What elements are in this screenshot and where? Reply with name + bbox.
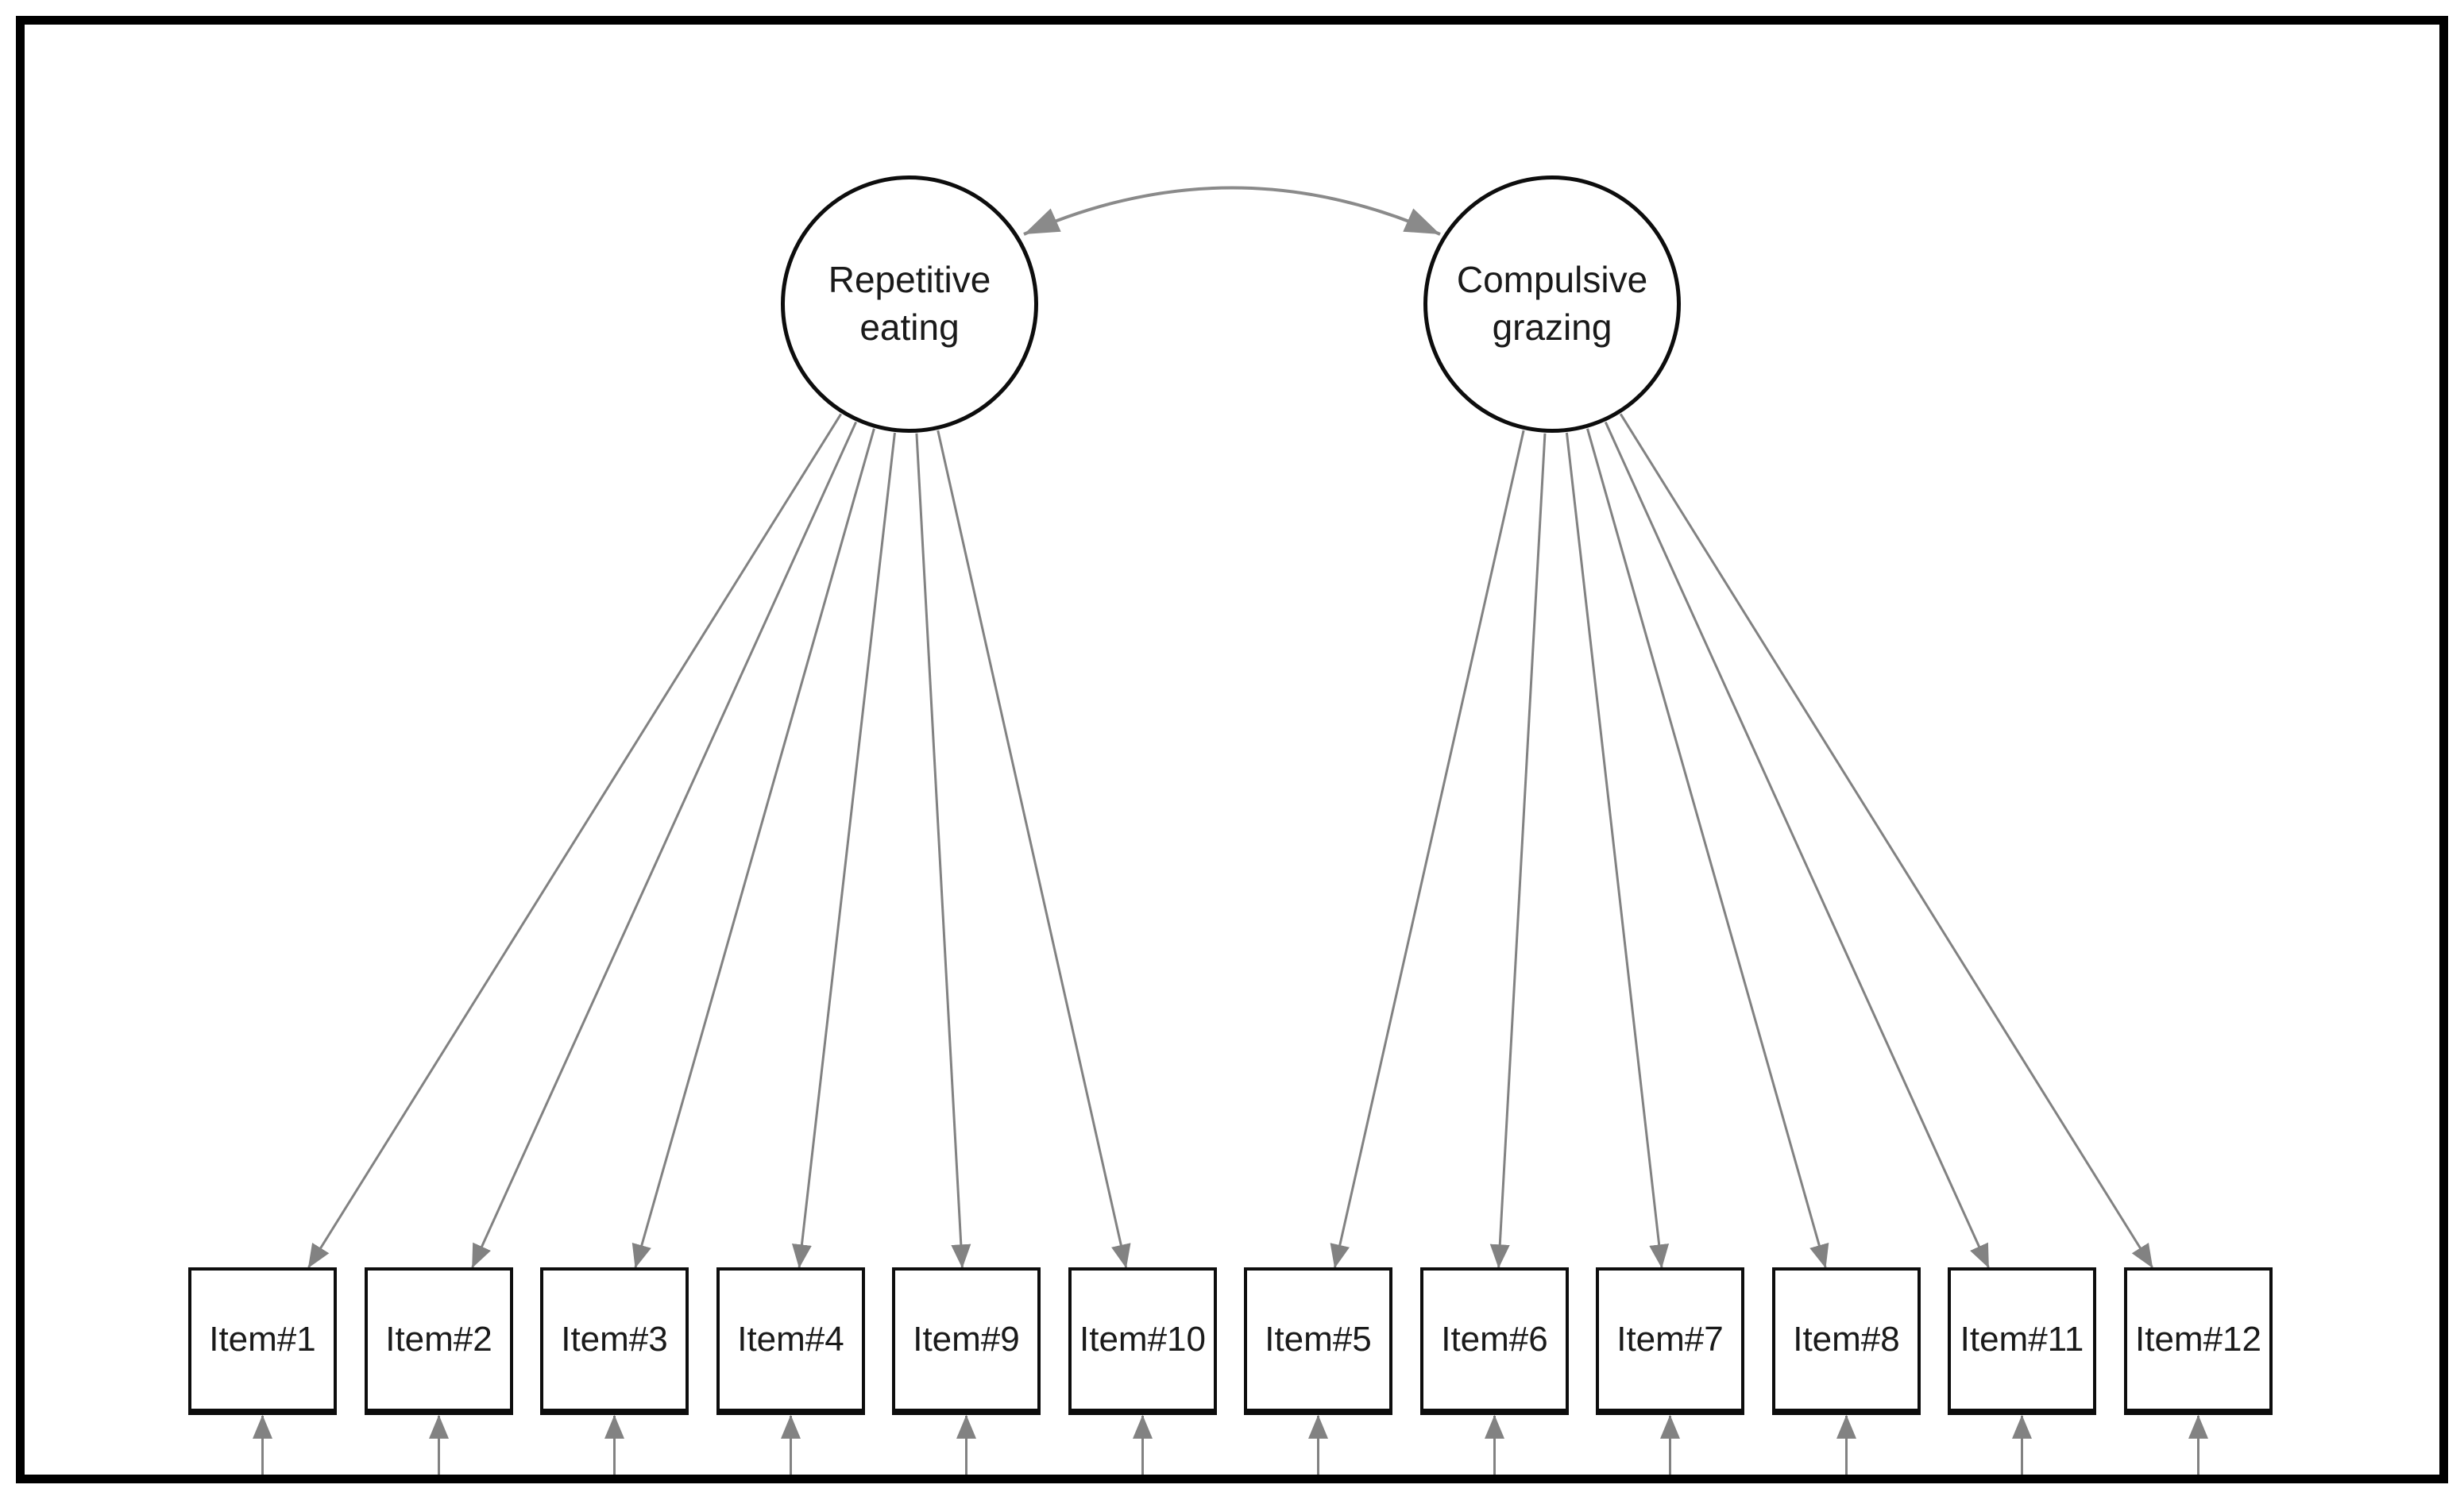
item-box-3: Item#3 [540, 1267, 689, 1415]
error-term-arrows [253, 1414, 2208, 1475]
latent-node-repetitive-eating: Repetitive eating [781, 175, 1038, 433]
item-label: Item#4 [737, 1320, 844, 1359]
item-box-10: Item#10 [1068, 1267, 1217, 1415]
item-label: Item#3 [561, 1320, 668, 1359]
item-box-6: Item#6 [1420, 1267, 1569, 1415]
covariance-arrowhead-left [1024, 208, 1061, 234]
item-label: Item#5 [1265, 1320, 1372, 1359]
latent-node-compulsive-grazing: Compulsive grazing [1423, 175, 1681, 433]
item-label: Item#8 [1793, 1320, 1900, 1359]
item-label: Item#10 [1079, 1320, 1206, 1359]
item-label: Item#7 [1616, 1320, 1724, 1359]
item-label: Item#9 [913, 1320, 1020, 1359]
item-box-12: Item#12 [2124, 1267, 2273, 1415]
latent-label: Compulsive grazing [1456, 259, 1648, 348]
item-label: Item#12 [2135, 1320, 2261, 1359]
factor-loading-arrows [307, 413, 2153, 1269]
item-box-4: Item#4 [716, 1267, 865, 1415]
item-label: Item#2 [385, 1320, 492, 1359]
item-box-8: Item#8 [1772, 1267, 1921, 1415]
item-box-2: Item#2 [365, 1267, 513, 1415]
covariance-arrow [1023, 186, 1441, 236]
item-label: Item#11 [1960, 1320, 2084, 1359]
covariance-arrowhead-right [1403, 208, 1440, 234]
item-box-9: Item#9 [892, 1267, 1041, 1415]
item-label: Item#1 [209, 1320, 316, 1359]
diagram-border [16, 16, 2448, 1483]
item-box-5: Item#5 [1244, 1267, 1392, 1415]
item-label: Item#6 [1441, 1320, 1548, 1359]
item-box-11: Item#11 [1948, 1267, 2096, 1415]
latent-label: Repetitive eating [828, 259, 991, 348]
item-box-7: Item#7 [1596, 1267, 1744, 1415]
item-box-1: Item#1 [188, 1267, 337, 1415]
